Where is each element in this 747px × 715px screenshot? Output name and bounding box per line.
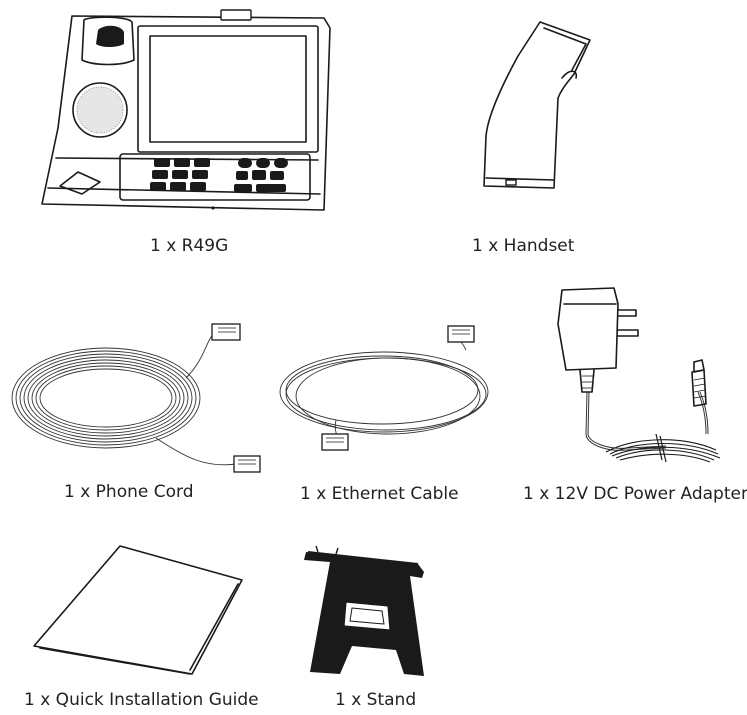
item-caption: 1 x Phone Cord	[64, 482, 194, 502]
item-caption: 1 x 12V DC Power Adapter	[523, 484, 747, 504]
power-adapter-icon	[557, 287, 721, 463]
item-caption: 1 x Ethernet Cable	[300, 484, 459, 504]
stand-icon	[304, 545, 424, 676]
ethernet-cable-icon	[279, 325, 489, 451]
booklet-icon	[33, 545, 243, 675]
item-caption: 1 x Quick Installation Guide	[24, 690, 259, 710]
desk-phone-icon	[41, 9, 331, 211]
coiled-cord-icon	[11, 323, 261, 473]
item-caption: 1 x R49G	[150, 236, 229, 256]
handset-icon	[483, 21, 591, 189]
item-caption: 1 x Stand	[335, 690, 417, 710]
item-caption: 1 x Handset	[472, 236, 575, 256]
